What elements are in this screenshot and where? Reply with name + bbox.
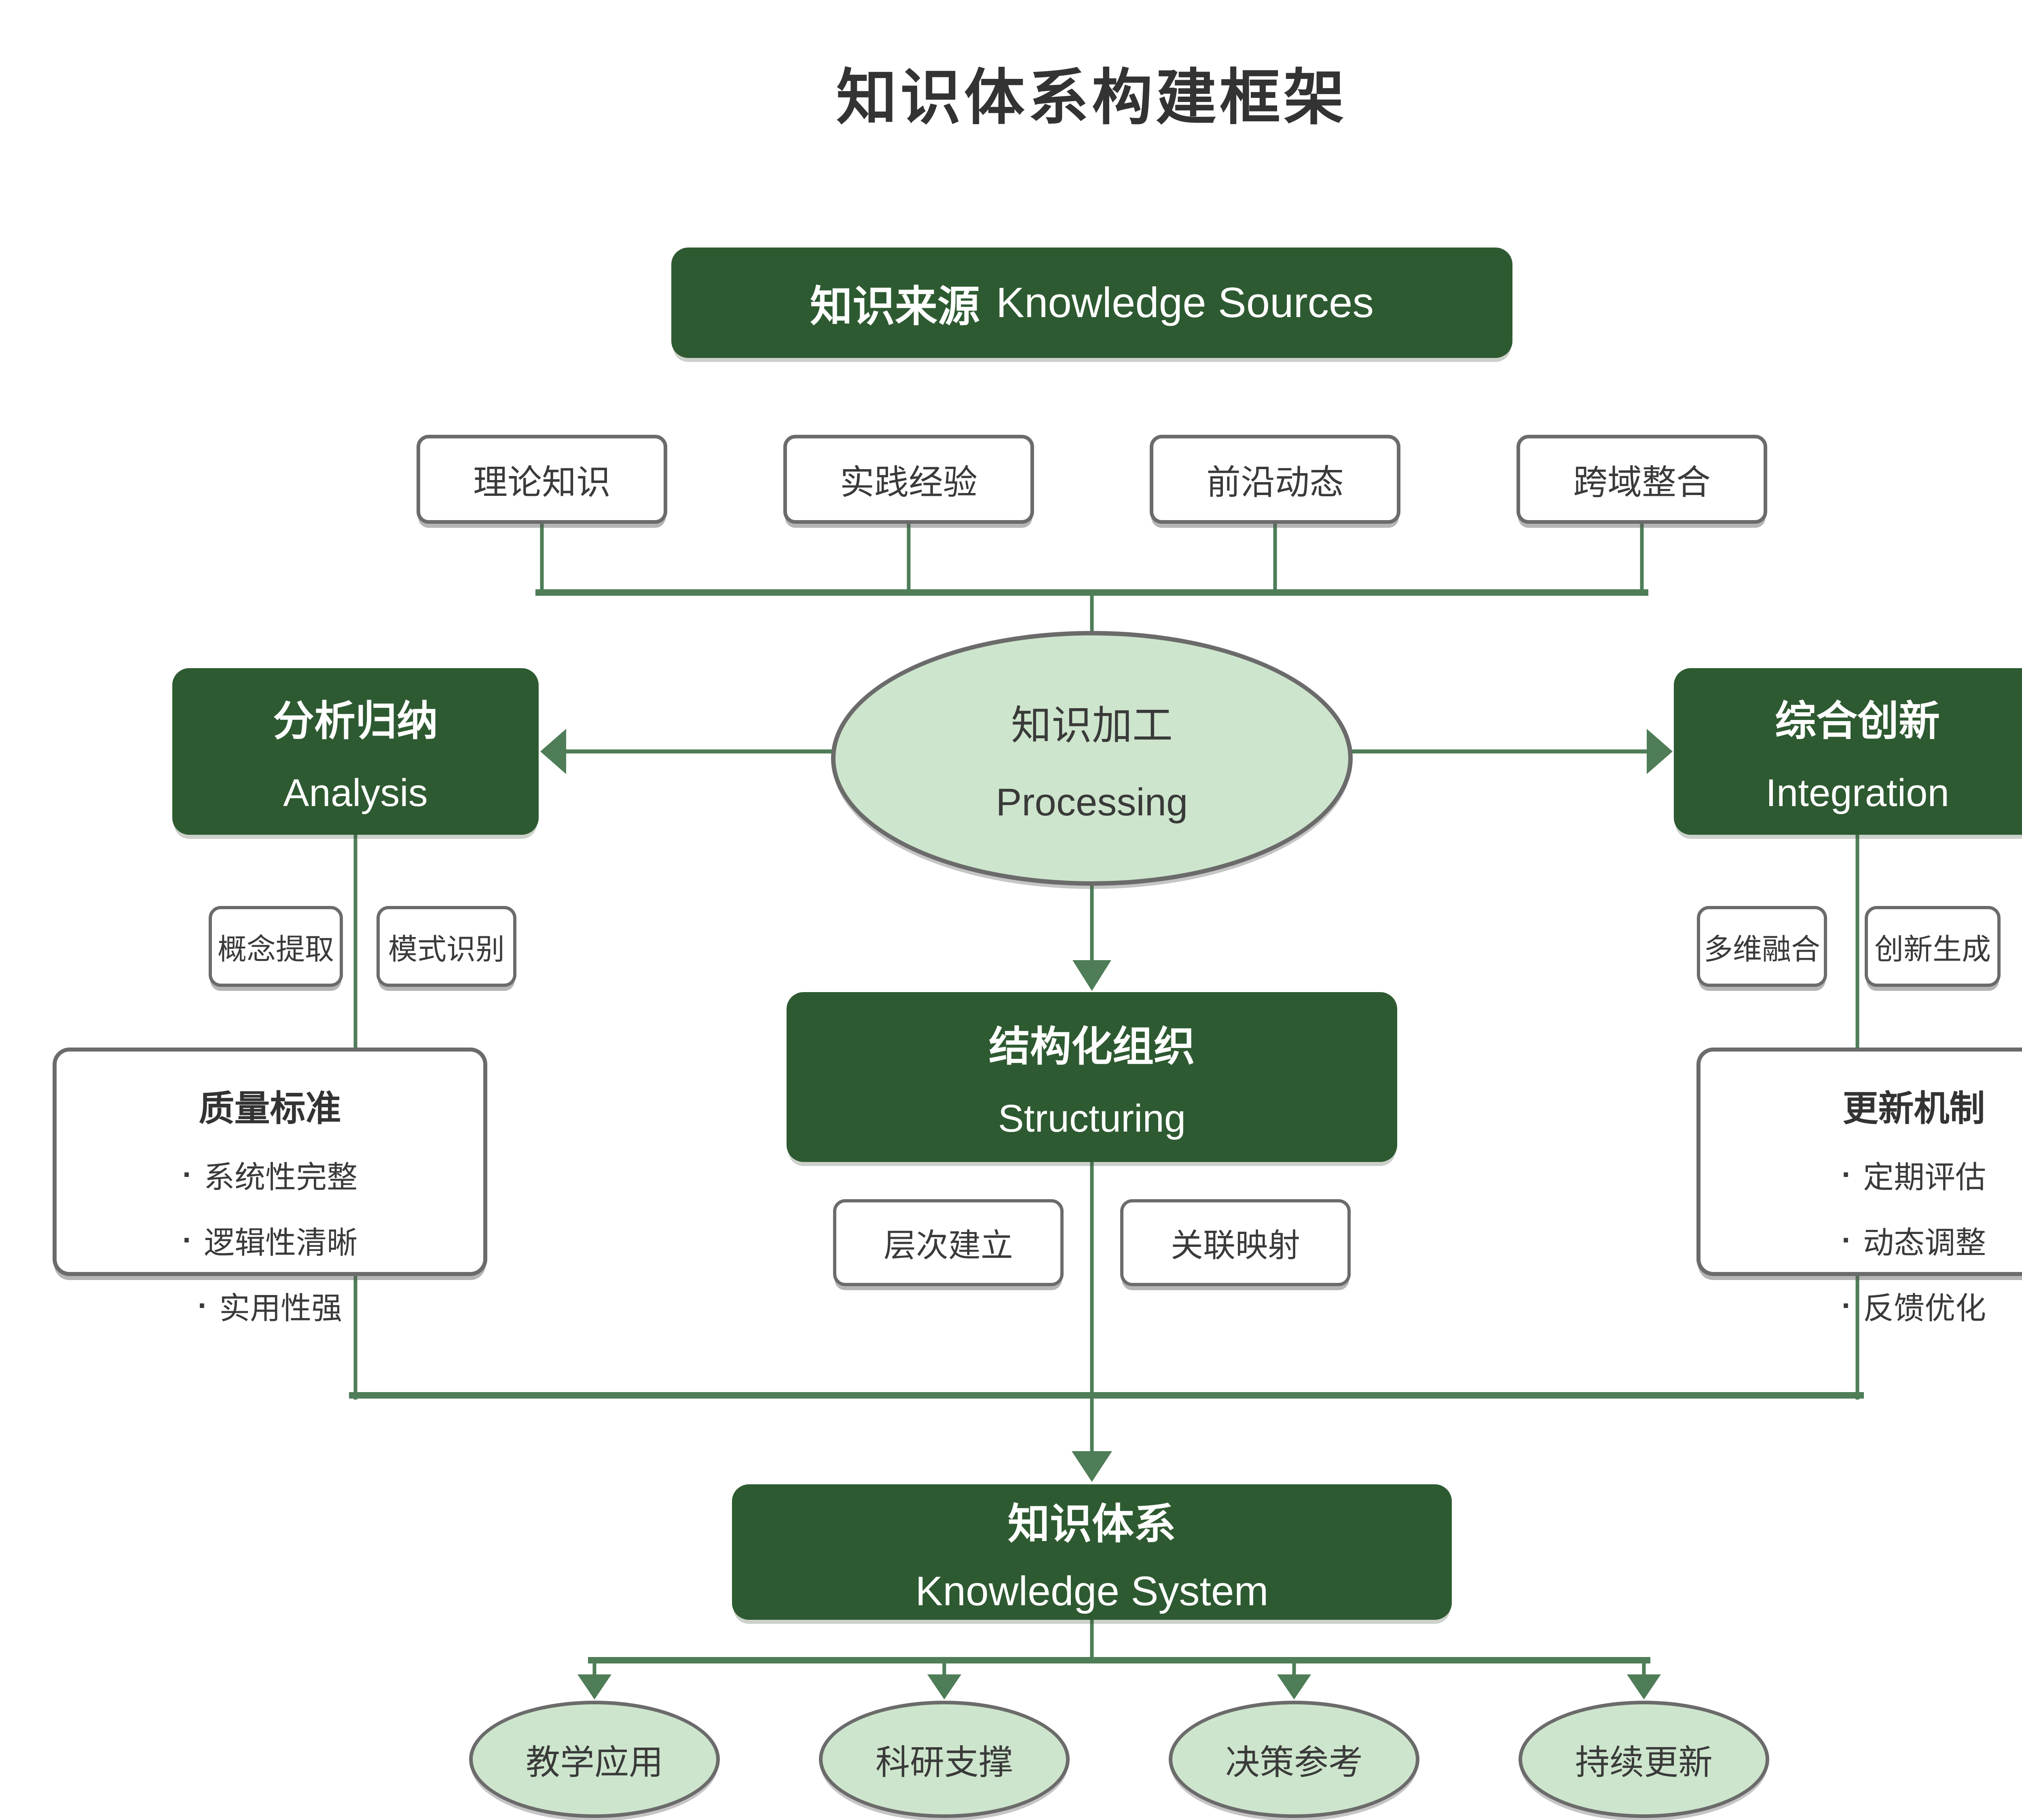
hierarchy-building-label: 层次建立	[884, 1227, 1013, 1263]
node-source-frontier: 前沿动态	[1150, 435, 1400, 524]
arrowhead-left-icon	[540, 729, 566, 774]
app-update-label: 持续更新	[1575, 1743, 1713, 1782]
node-app-update: 持续更新	[1519, 1701, 1769, 1818]
node-innovation-generation: 创新生成	[1865, 906, 2001, 987]
app-decision-label: 决策参考	[1225, 1743, 1363, 1782]
list-item: · 动态调整	[1842, 1218, 1986, 1262]
bullet-icon: ·	[197, 1288, 208, 1323]
node-multidim-fusion: 多维融合	[1697, 906, 1827, 987]
list-item: · 系统性完整	[182, 1152, 357, 1197]
innovation-generation-label: 创新生成	[1874, 933, 1991, 966]
multidim-fusion-label: 多维融合	[1703, 933, 1820, 966]
list-item: · 实用性强	[198, 1283, 342, 1328]
node-integration: 综合创新 Integration	[1674, 668, 2022, 835]
structuring-label-zh: 结构化组织	[989, 1023, 1195, 1070]
concept-extraction-label: 概念提取	[217, 933, 334, 966]
processing-label-en: Processing	[996, 780, 1188, 824]
arrowhead-output-2-icon	[927, 1674, 961, 1699]
arrowhead-output-3-icon	[1277, 1674, 1311, 1699]
bullet-icon: ·	[182, 1157, 193, 1192]
list-item: · 反馈优化	[1842, 1283, 1986, 1328]
source-frontier-label: 前沿动态	[1206, 463, 1344, 502]
node-source-practice: 实践经验	[783, 435, 1034, 524]
panel-update-mechanism: 更新机制 · 定期评估 · 动态调整 · 反馈优化	[1696, 1048, 2022, 1326]
knowledge-sources-label-zh: 知识来源	[810, 283, 980, 330]
arrowhead-ks-icon	[1072, 1451, 1112, 1482]
integration-label-zh: 综合创新	[1775, 698, 1940, 744]
bullet-icon: ·	[182, 1223, 193, 1257]
knowledge-sources-label-en: Knowledge Sources	[996, 279, 1374, 326]
node-pattern-recognition: 模式识别	[376, 906, 516, 987]
app-research-label: 科研支撑	[875, 1743, 1013, 1782]
node-app-research: 科研支撑	[819, 1701, 1070, 1818]
quality-standards-title: 质量标准	[199, 1088, 341, 1128]
list-item: · 定期评估	[1842, 1152, 1986, 1197]
update-bullet-1: 定期评估	[1863, 1160, 1986, 1195]
panel-quality-standards: 质量标准 · 系统性完整 · 逻辑性清晰 · 实用性强	[53, 1048, 487, 1326]
node-source-crossdomain: 跨域整合	[1516, 435, 1767, 524]
analysis-label-en: Analysis	[283, 771, 428, 815]
source-practice-label: 实践经验	[840, 463, 977, 502]
node-analysis: 分析归纳 Analysis	[172, 668, 539, 835]
list-item: · 逻辑性清晰	[182, 1218, 357, 1262]
bullet-icon: ·	[1841, 1157, 1852, 1192]
app-teaching-label: 教学应用	[525, 1743, 663, 1782]
node-hierarchy-building: 层次建立	[833, 1199, 1064, 1286]
processing-label-zh: 知识加工	[1011, 703, 1173, 748]
arrowhead-output-4-icon	[1627, 1674, 1661, 1699]
source-crossdomain-label: 跨域整合	[1573, 463, 1711, 502]
integration-label-en: Integration	[1766, 771, 1949, 815]
knowledge-system-label-zh: 知识体系	[1007, 1500, 1176, 1548]
structuring-label-en: Structuring	[998, 1096, 1186, 1140]
relation-mapping-label: 关联映射	[1171, 1227, 1300, 1263]
update-bullet-3: 反馈优化	[1863, 1291, 1986, 1326]
arrowhead-output-1-icon	[577, 1674, 611, 1699]
source-theory-label: 理论知识	[473, 463, 611, 502]
knowledge-system-label-en: Knowledge System	[915, 1568, 1269, 1614]
node-source-theory: 理论知识	[417, 435, 667, 524]
quality-bullet-2: 逻辑性清晰	[204, 1226, 358, 1260]
node-concept-extraction: 概念提取	[209, 906, 343, 987]
quality-bullet-3: 实用性强	[219, 1291, 343, 1326]
page-title: 知识体系构建框架	[836, 63, 1347, 131]
node-knowledge-sources: 知识来源 Knowledge Sources	[671, 248, 1512, 358]
node-app-teaching: 教学应用	[469, 1701, 720, 1818]
analysis-label-zh: 分析归纳	[273, 698, 438, 744]
arrowhead-right-icon	[1647, 729, 1673, 774]
node-relation-mapping: 关联映射	[1120, 1199, 1351, 1286]
quality-bullet-1: 系统性完整	[204, 1160, 358, 1195]
update-bullet-2: 动态调整	[1863, 1226, 1986, 1260]
node-knowledge-system: 知识体系 Knowledge System	[732, 1484, 1452, 1620]
pattern-recognition-label: 模式识别	[388, 933, 505, 966]
bullet-icon: ·	[1841, 1223, 1852, 1257]
arrowhead-structuring-icon	[1072, 960, 1111, 991]
update-mechanism-title: 更新机制	[1842, 1088, 1985, 1128]
node-structuring: 结构化组织 Structuring	[787, 992, 1397, 1162]
bullet-icon: ·	[1841, 1288, 1852, 1323]
node-app-decision: 决策参考	[1169, 1701, 1419, 1818]
node-processing: 知识加工 Processing	[831, 631, 1353, 886]
